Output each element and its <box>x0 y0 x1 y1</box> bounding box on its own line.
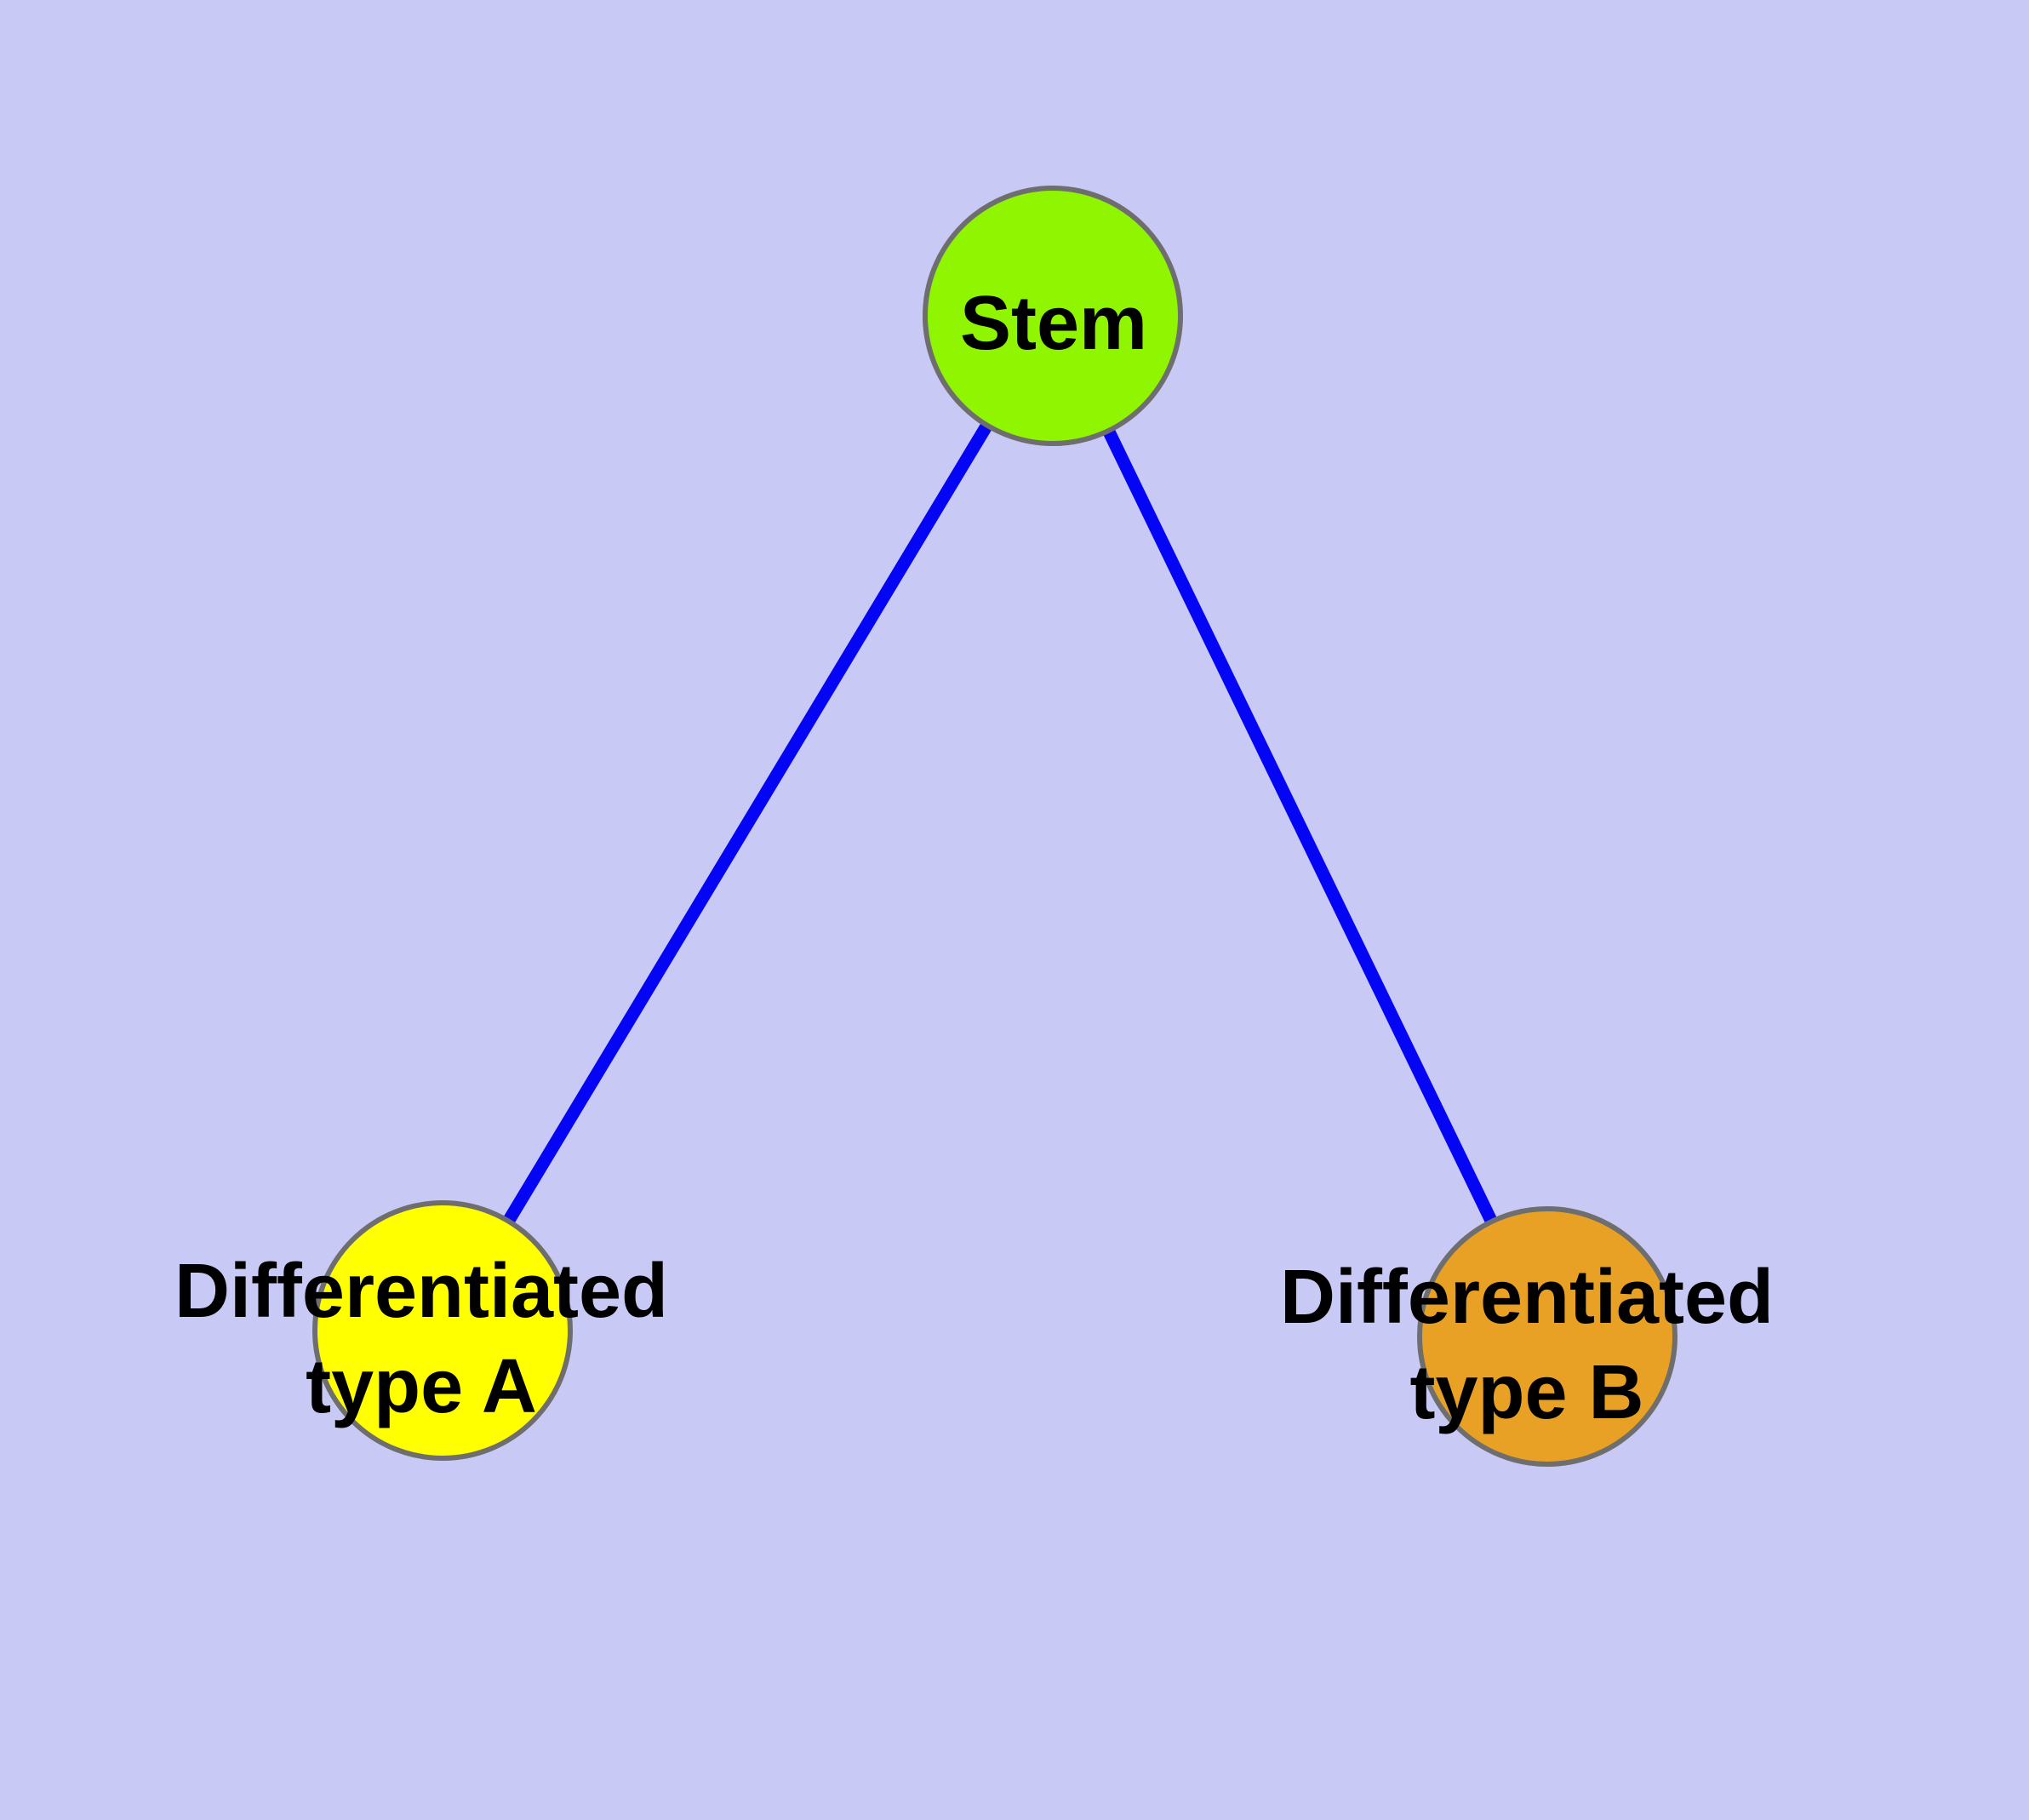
node-differentiated-type-a: Differentiated type A <box>174 1200 668 1461</box>
node-stem: Stem <box>923 186 1183 446</box>
node-type-a-label-line2: type A <box>306 1344 537 1429</box>
node-stem-circle <box>923 186 1183 446</box>
node-type-a-label-line1: Differentiated <box>174 1249 668 1334</box>
node-type-b-circle <box>1417 1206 1677 1467</box>
edge-stem-to-type-a <box>437 312 1059 1334</box>
node-type-b-label-line1: Differentiated <box>1280 1255 1774 1340</box>
node-type-a-circle <box>312 1200 573 1461</box>
node-differentiated-type-b: Differentiated type B <box>1280 1206 1774 1467</box>
edge-stem-to-type-b <box>1047 312 1553 1340</box>
node-stem-label: Stem <box>960 281 1147 366</box>
node-type-b-label-line2: type B <box>1409 1350 1643 1435</box>
